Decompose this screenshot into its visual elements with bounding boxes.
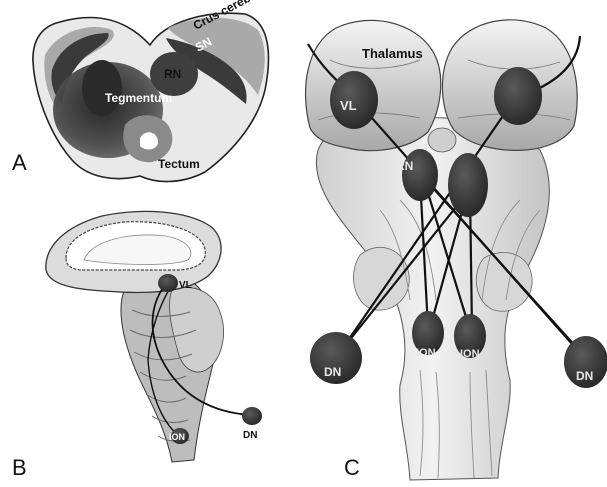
- label-thalamus: Thalamus: [362, 46, 423, 61]
- panel-b: VL ION DN B: [12, 211, 262, 480]
- nucleus-dn-b: [242, 407, 262, 425]
- label-tectum: Tectum: [158, 157, 200, 171]
- label-rn-a: RN: [164, 67, 181, 81]
- pineal-region: [428, 128, 456, 152]
- nucleus-vl-right: [494, 67, 542, 125]
- panel-letter-a: A: [12, 150, 27, 175]
- label-dn-b: DN: [243, 430, 257, 441]
- nucleus-midline: [448, 153, 488, 217]
- panel-letter-c: C: [344, 455, 360, 480]
- label-ion-b: ION: [169, 432, 185, 442]
- rn-left: [82, 60, 122, 116]
- label-tegmentum: Tegmentum: [105, 91, 172, 105]
- label-ion-left: ION: [416, 347, 436, 359]
- panel-c: Thalamus VL RN DN ION ION DN C: [306, 20, 607, 480]
- label-dn-right: DN: [576, 369, 593, 383]
- label-vl-b: VL: [179, 280, 192, 291]
- nucleus-rn: [402, 149, 438, 201]
- label-ion-right: ION: [460, 348, 480, 360]
- panel-letter-b: B: [12, 455, 27, 480]
- label-rn-c: RN: [396, 159, 413, 173]
- panel-a: Crus cerebri SN RN Tegmentum Tectum A: [12, 0, 268, 182]
- nucleus-vl-b: [158, 274, 178, 292]
- label-vl-c: VL: [340, 98, 357, 113]
- label-dn-left: DN: [324, 365, 341, 379]
